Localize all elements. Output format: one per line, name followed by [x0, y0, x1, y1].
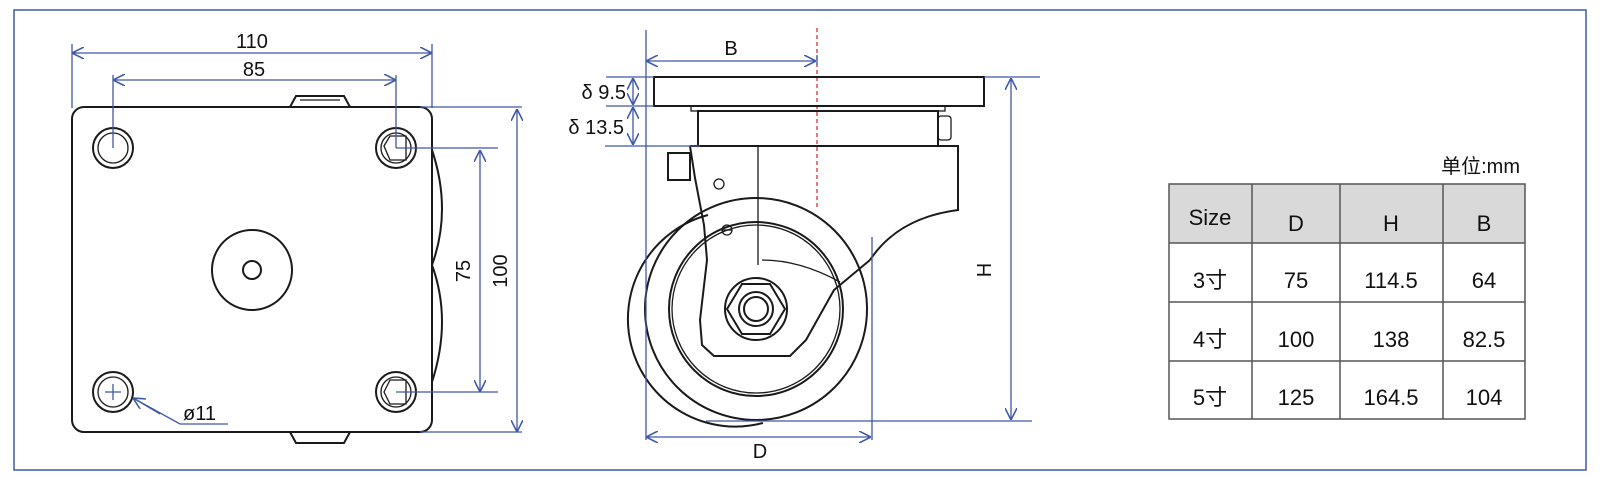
- kingpin-ring: [211, 229, 293, 311]
- wheel-outer: [644, 197, 868, 421]
- brake-lug: [667, 152, 691, 181]
- dim-hole-diameter: ø11: [183, 403, 216, 425]
- table-row: 5寸 125 164.5 104: [1193, 385, 1502, 410]
- axle-nut: [725, 283, 787, 335]
- cell-B: 104: [1466, 385, 1503, 410]
- wheel-rim: [668, 221, 844, 397]
- top-plate: [71, 106, 433, 433]
- dim-75: 75: [453, 260, 475, 282]
- cell-H: 164.5: [1363, 385, 1418, 410]
- size-table: 单位:mm Size D H B 3寸 75 114.5 64 4寸 100 1…: [1168, 155, 1526, 420]
- cell-D: 125: [1278, 385, 1315, 410]
- header-H: H: [1383, 211, 1399, 236]
- grease-nut: [937, 115, 952, 141]
- dim-85: 85: [243, 59, 265, 81]
- dim-D: D: [753, 441, 767, 463]
- cell-H: 138: [1373, 327, 1410, 352]
- table-row: 4寸 100 138 82.5: [1193, 327, 1506, 352]
- top-nut: [289, 95, 351, 108]
- dim-swivel-thickness: δ 13.5: [568, 117, 624, 139]
- cell-B: 82.5: [1463, 327, 1506, 352]
- dim-H: H: [974, 263, 996, 277]
- wheel-bulge: [430, 149, 443, 383]
- swivel-bearing: [697, 110, 939, 147]
- mount-plate: [653, 76, 985, 107]
- fork-leg: [689, 145, 871, 357]
- cell-D: 100: [1278, 327, 1315, 352]
- cell-size: 3寸: [1193, 268, 1227, 293]
- mount-hole: [92, 371, 134, 413]
- cell-B: 64: [1472, 268, 1496, 293]
- dim-100: 100: [490, 254, 512, 287]
- unit-label: 单位:mm: [1441, 155, 1520, 178]
- table-header: Size D H B: [1189, 205, 1492, 236]
- bottom-nut: [289, 431, 351, 444]
- drawing-frame: [13, 9, 1587, 471]
- cell-size: 5寸: [1193, 385, 1227, 410]
- dim-plate-thickness: δ 9.5: [582, 82, 627, 104]
- header-D: D: [1288, 211, 1304, 236]
- table-row: 3寸 75 114.5 64: [1193, 268, 1496, 293]
- side-view: B δ 9.5 δ 13.5 H D: [568, 28, 1040, 463]
- dim-B: B: [724, 38, 737, 60]
- cell-H: 114.5: [1364, 268, 1417, 293]
- hub: [724, 277, 788, 341]
- cell-size: 4寸: [1193, 327, 1227, 352]
- cell-D: 75: [1284, 268, 1308, 293]
- dim-110: 110: [236, 31, 268, 53]
- kingpin: [242, 260, 262, 280]
- header-size: Size: [1189, 205, 1232, 230]
- header-B: B: [1477, 211, 1492, 236]
- fork: [690, 145, 959, 261]
- top-view: 110 85 75 100 ø11: [71, 31, 522, 444]
